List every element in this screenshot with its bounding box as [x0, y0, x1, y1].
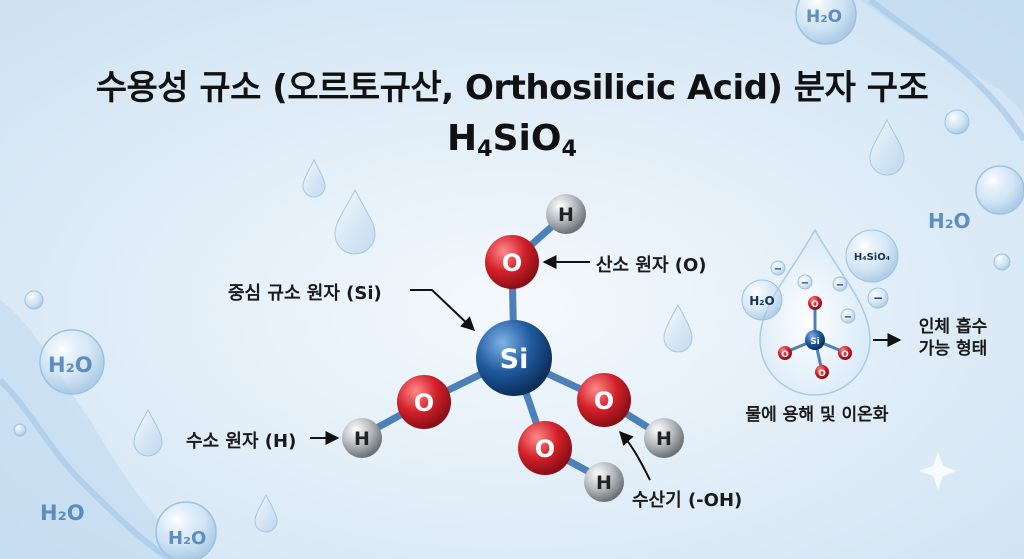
arrow-hydroxyl	[619, 430, 651, 481]
hydrogen-atom: H	[584, 462, 624, 502]
inset-h2o-label: H₂O	[749, 294, 775, 308]
bg-water-label: H₂O	[48, 353, 93, 377]
hydrogen-atom: H	[342, 418, 382, 458]
label-absorbable: 인체 흡수 가능 형태	[908, 316, 998, 360]
bg-water-label: H₂O	[40, 501, 85, 525]
bg-water-label: H₂O	[806, 7, 842, 27]
label-hydrogen-atom: 수소 원자 (H)	[186, 431, 297, 452]
oxygen-symbol: O	[818, 369, 826, 379]
ion-icon: −	[836, 280, 844, 291]
hydrogen-symbol: H	[354, 428, 370, 450]
formula-sub-h: 4	[477, 136, 493, 163]
inset-h4sio4-label: H₄SiO₄	[854, 252, 890, 263]
bg-water-label: H₂O	[168, 528, 206, 549]
ion-icon: −	[873, 291, 883, 305]
oxygen-symbol: O	[535, 435, 555, 463]
label-oxygen-atom: 산소 원자 (O)	[596, 255, 707, 276]
hydrogen-symbol: H	[558, 204, 574, 226]
oxygen-symbol: O	[841, 350, 849, 360]
hydrogen-atom: H	[546, 194, 586, 234]
hydrogen-atom: H	[644, 418, 684, 458]
formula-sio: SiO	[492, 118, 562, 159]
oxygen-atom: O	[485, 235, 539, 289]
label-dissolution: 물에 용해 및 이온화	[745, 405, 889, 425]
oxygen-symbol: O	[781, 350, 789, 360]
oxygen-symbol: O	[594, 387, 614, 415]
label-absorbable-line2: 가능 형태	[918, 339, 988, 359]
hydrogen-symbol: H	[656, 428, 672, 450]
oxygen-atom: O	[518, 421, 572, 475]
ion-icon: −	[774, 264, 782, 275]
oxygen-atom: O	[397, 375, 451, 429]
hydrogen-symbol: H	[596, 472, 612, 494]
ion-icon: −	[844, 312, 852, 323]
oxygen-symbol: O	[811, 300, 819, 310]
silicon-atom: Si	[476, 320, 552, 396]
chemical-formula: H4SiO4	[0, 118, 1024, 163]
bg-water-label: H₂O	[928, 209, 971, 233]
silicon-symbol: Si	[500, 344, 529, 375]
arrow-center-si	[410, 289, 476, 331]
label-absorbable-line1: 인체 흡수	[918, 317, 988, 337]
label-hydroxyl: 수산기 (-OH)	[632, 490, 743, 511]
ion-icon: −	[801, 278, 809, 289]
oxygen-symbol: O	[414, 389, 434, 417]
page-title: 수용성 규소 (오르토규산, Orthosilicic Acid) 분자 구조	[95, 68, 929, 108]
dissolution-inset: H₂O H₄SiO₄ − − − − − O O O O Si	[741, 228, 902, 396]
formula-sub-o: 4	[561, 136, 578, 163]
label-center-silicon: 중심 규소 원자 (Si)	[228, 283, 382, 304]
oxygen-atom: O	[577, 373, 631, 427]
oxygen-symbol: O	[502, 249, 522, 277]
silicon-symbol: Si	[810, 337, 820, 347]
formula-h: H	[446, 118, 478, 159]
